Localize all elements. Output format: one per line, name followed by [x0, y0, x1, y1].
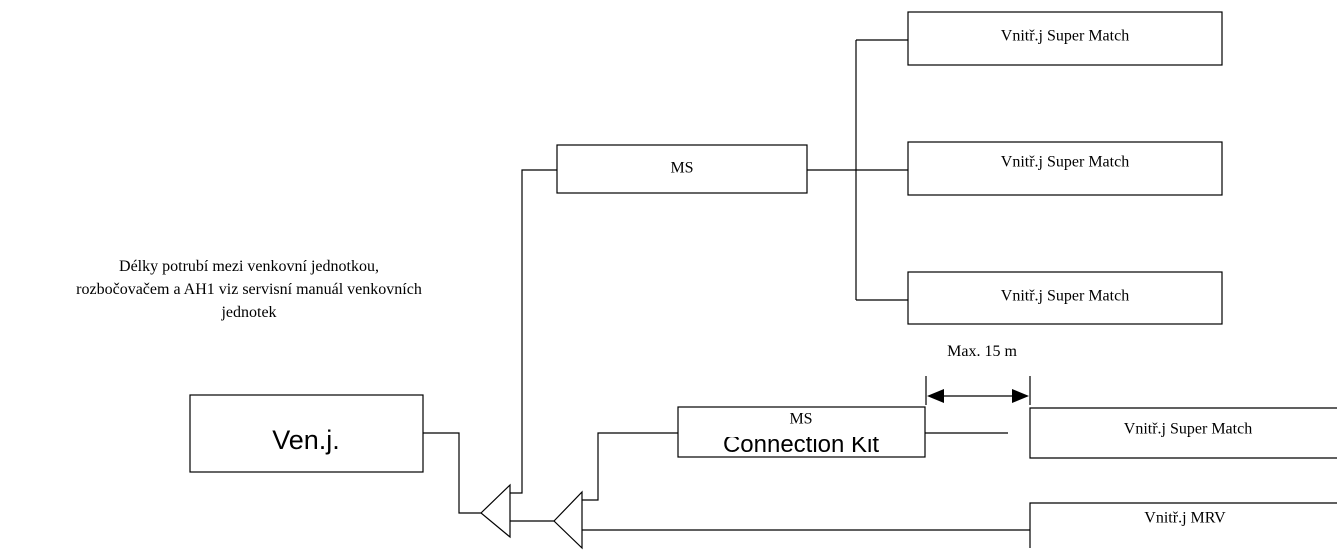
pipe-to-upper-ms [510, 169, 557, 494]
indoor-unit-sm-3: Vnitř.j Super Match [907, 271, 1223, 325]
pipe-to-lower-ms [582, 432, 678, 501]
indoor-unit-mrv-box [1029, 502, 1337, 548]
indoor-unit-sm-1-box [907, 11, 1223, 66]
indoor-unit-sm-2: Vnitř.j Super Match [907, 141, 1223, 196]
note-line-3: jednotek [220, 304, 276, 321]
outdoor-unit-label: Ven.j. [272, 425, 340, 455]
branch-splitter-2 [553, 490, 583, 550]
ms-lower-label: MS [789, 411, 812, 428]
indoor-unit-sm-4: Vnitř.j Super Match [1029, 407, 1337, 459]
ms-upper: MS [556, 144, 808, 194]
ms-lower-label-bg [690, 409, 912, 437]
ms-upper-box [556, 144, 808, 194]
dimension-arrow-right [1012, 389, 1029, 403]
indoor-unit-sm-4-box [1029, 407, 1337, 459]
outdoor-unit-box [189, 394, 424, 473]
indoor-unit-sm-3-label: Vnitř.j Super Match [1001, 288, 1129, 305]
outdoor-unit: Ven.j. [189, 394, 424, 473]
piping-length-note: Délky potrubí mezi venkovní jednotkou, r… [76, 258, 422, 321]
indoor-unit-sm-2-box [907, 141, 1223, 196]
max-length-label: Max. 15 m [947, 343, 1017, 360]
max-length-dimension: Max. 15 m [925, 343, 1031, 405]
indoor-unit-sm-1-label: Vnitř.j Super Match [1001, 28, 1129, 45]
branch-splitter-1 [480, 483, 511, 539]
dimension-arrow-left [927, 389, 944, 403]
outdoor-pipe [423, 432, 481, 514]
ms-upper-label: MS [670, 160, 693, 177]
indoor-unit-mrv: Vnitř.j MRV [1029, 502, 1337, 548]
indoor-unit-sm-2-label: Vnitř.j Super Match [1001, 154, 1129, 171]
note-line-2: rozbočovačem a AH1 viz servisní manuál v… [76, 281, 422, 298]
indoor-unit-sm-1: Vnitř.j Super Match [907, 11, 1223, 66]
note-line-1: Délky potrubí mezi venkovní jednotkou, [119, 258, 379, 275]
indoor-unit-sm-4-label: Vnitř.j Super Match [1124, 421, 1252, 438]
indoor-unit-mrv-label: Vnitř.j MRV [1144, 510, 1226, 527]
indoor-unit-sm-3-box [907, 271, 1223, 325]
ms-lower: Connection Kit MS [677, 406, 926, 458]
